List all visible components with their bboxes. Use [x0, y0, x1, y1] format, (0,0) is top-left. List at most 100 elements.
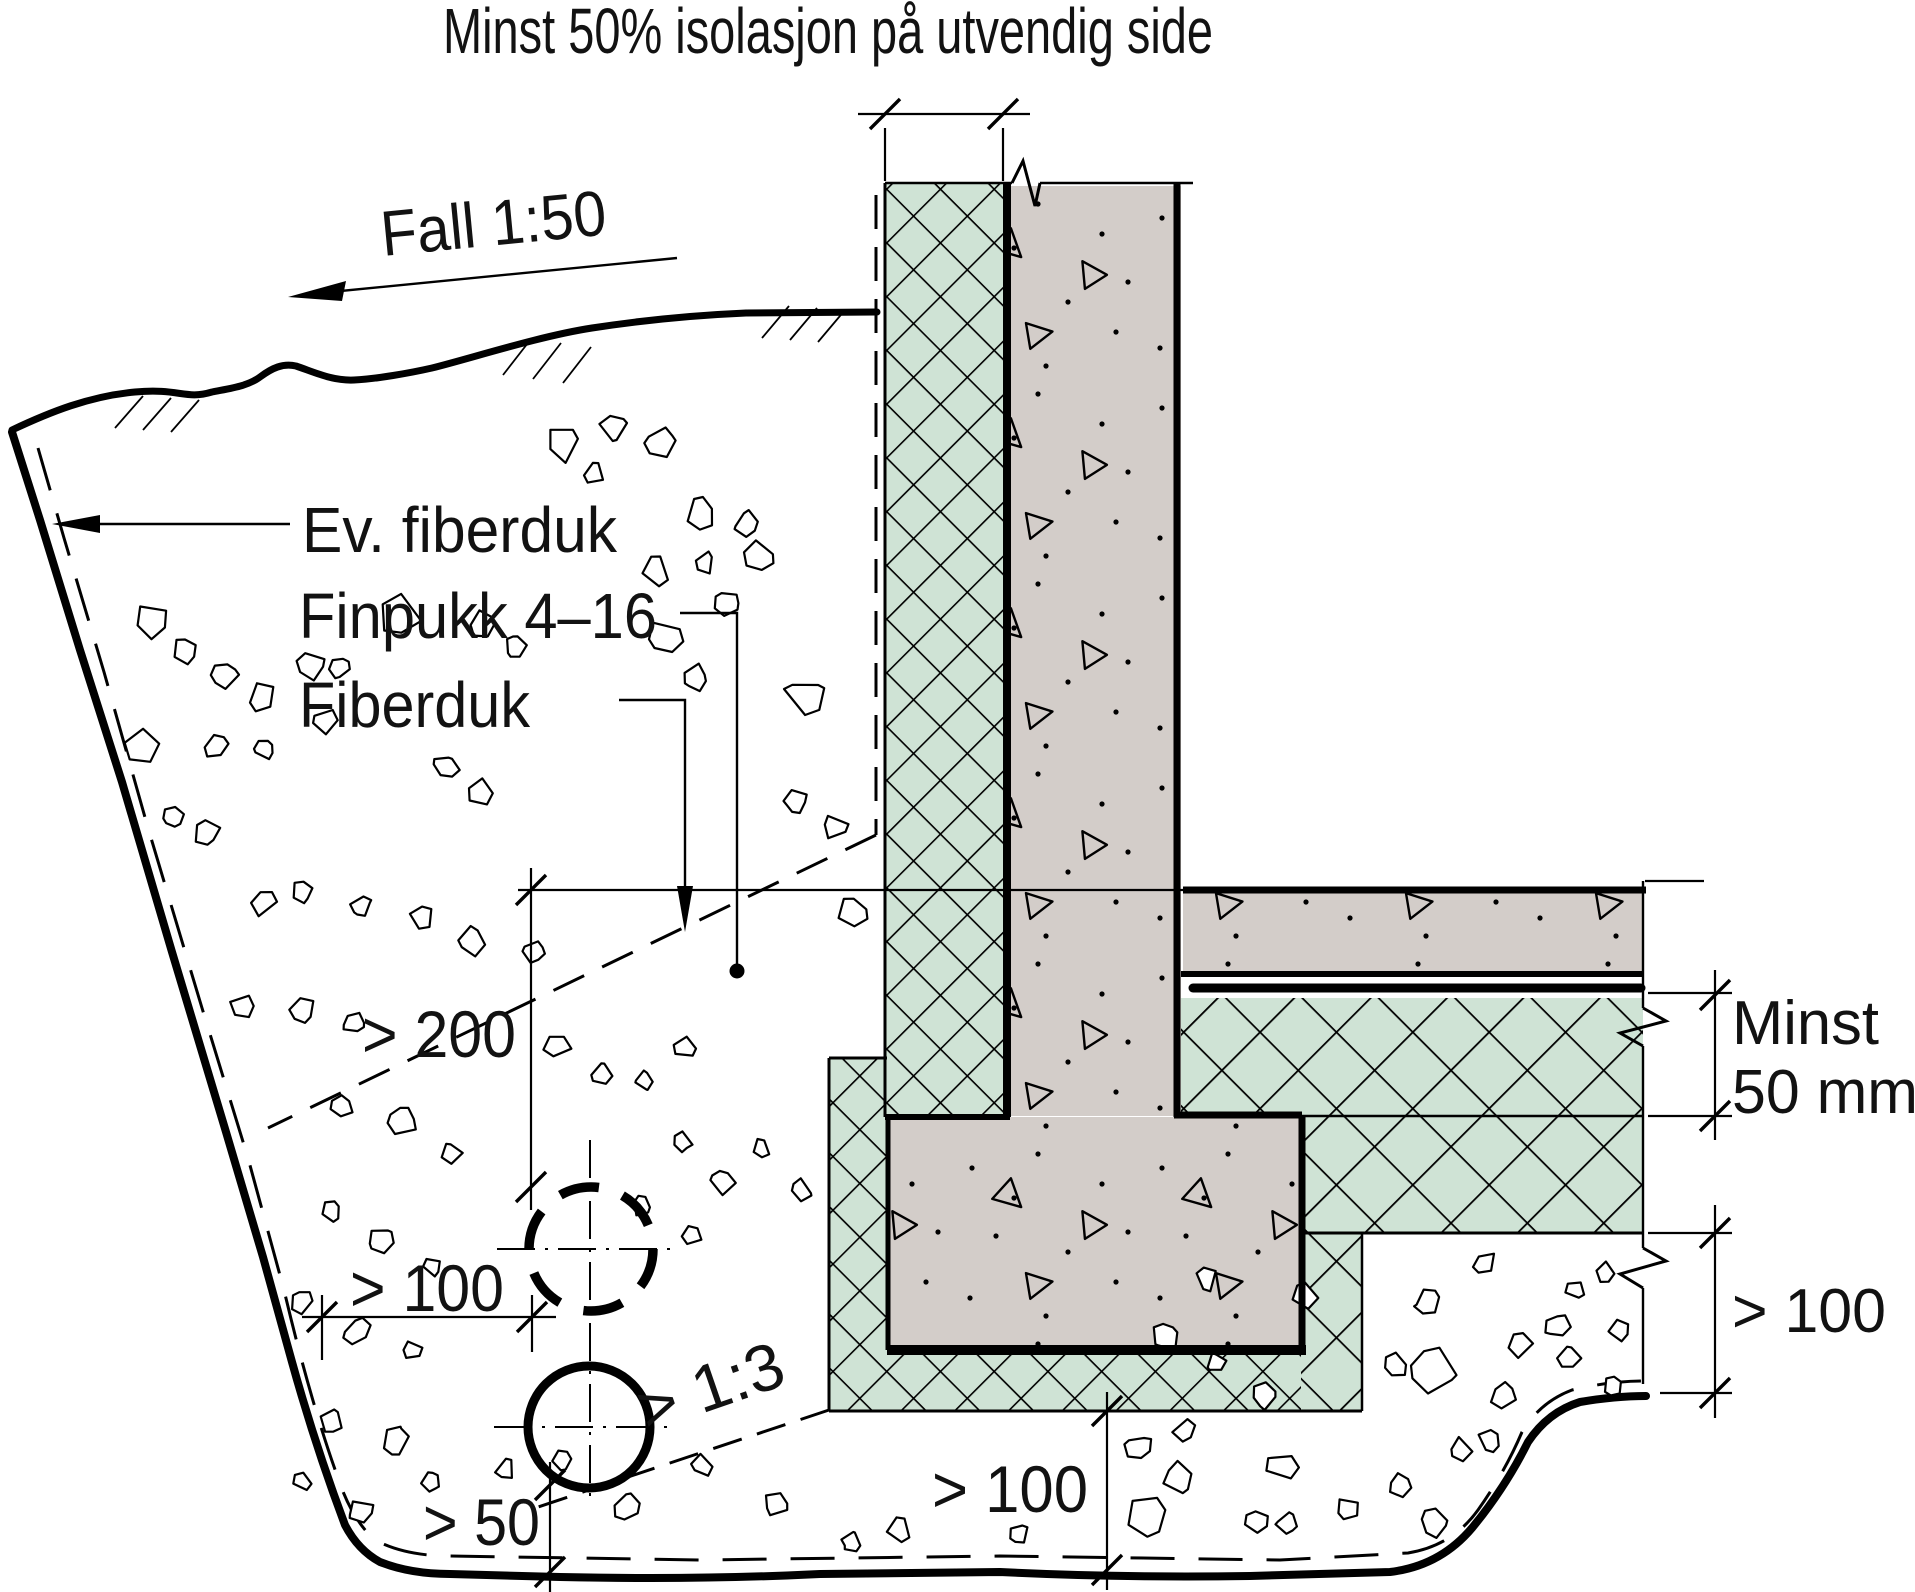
gravel-stone — [291, 1291, 314, 1316]
gravel-stone — [673, 1130, 694, 1154]
dimension-lines — [302, 97, 1732, 1592]
under-footing-insulation — [829, 1347, 1362, 1411]
gravel-stone — [643, 426, 677, 459]
gravel-stone — [551, 1449, 573, 1472]
gravel-stone — [1412, 1288, 1441, 1315]
gravel-stone — [162, 805, 185, 828]
gravel-stone — [613, 1492, 641, 1521]
gravel-stone — [1265, 1454, 1301, 1480]
gravel-stone — [1595, 1260, 1616, 1284]
gravel-stone — [1544, 1314, 1572, 1337]
gravel-stone — [641, 555, 670, 588]
gravel-stone — [742, 539, 775, 572]
gravel-stone — [1123, 1436, 1153, 1460]
gravel-stone — [1409, 1346, 1458, 1395]
gravel-stone — [1195, 1266, 1217, 1293]
gravel-stone — [1603, 1375, 1623, 1397]
texts: Minst 50% isolasjon på utvendig side Fal… — [299, 0, 1915, 1559]
footing-side-insulation — [829, 1058, 887, 1350]
foundation-wall-concrete — [1003, 186, 1181, 1116]
gravel-stone — [1162, 1459, 1193, 1495]
gravel-stone — [312, 708, 339, 736]
gravel-stone — [321, 1200, 340, 1223]
gravel-stone — [598, 414, 629, 443]
fiberduk-arrowhead-icon — [677, 886, 693, 932]
gravel-stone — [582, 461, 605, 484]
gravel-stone — [823, 814, 850, 840]
dim-gravel-below-footing: > 100 — [932, 1452, 1088, 1526]
fiberduk-leader — [619, 698, 687, 892]
gravel-stone — [420, 1471, 440, 1493]
gravel-stone — [440, 1142, 464, 1165]
finpukk-leader-dot-icon — [729, 963, 745, 979]
gravel-stone — [694, 550, 713, 575]
ev-fiberduk-label: Ev. fiberduk — [302, 494, 618, 566]
gravel-stone — [1274, 1511, 1299, 1535]
gravel-stone — [329, 1094, 354, 1118]
under-slab-insulation-lower — [1301, 1116, 1643, 1233]
gravel-stone — [1337, 1498, 1359, 1521]
gravel-stone — [1383, 1351, 1408, 1377]
fall-direction-line — [309, 256, 678, 296]
gravel-stone — [542, 1035, 573, 1058]
gravel-stone — [292, 880, 314, 905]
exterior-wall-insulation — [885, 183, 1003, 1117]
gravel-stone — [252, 739, 274, 761]
gravel-stone — [885, 1516, 911, 1544]
finpukk-label: Finpukk 4–16 — [299, 580, 657, 652]
excavation-line — [8, 428, 1650, 1582]
wall-top-break-icon — [1010, 156, 1042, 207]
ground-hatch-marks — [114, 305, 846, 433]
floor-slab-concrete — [1183, 893, 1643, 971]
gravel-stone — [203, 733, 230, 758]
gravel-stone — [381, 592, 423, 634]
gravel-stone — [295, 652, 326, 682]
gravel-stone — [348, 1500, 375, 1524]
gravel-stone — [647, 621, 685, 654]
gravel-stone — [422, 1257, 441, 1278]
gravel-stone — [752, 1137, 771, 1159]
gravel-stone — [432, 756, 461, 778]
footing-concrete — [889, 1117, 1305, 1347]
optional-drain-pipe-dashed-circle — [524, 1182, 658, 1316]
gravel-stone — [506, 635, 528, 658]
gravel-stone — [229, 994, 255, 1019]
drawing-title: Minst 50% isolasjon på utvendig side — [443, 0, 1213, 67]
gravel-stone — [1555, 1345, 1583, 1368]
gravel-stone — [840, 1530, 862, 1553]
gravel-stone — [288, 997, 315, 1025]
gravel-stone — [1243, 1510, 1269, 1534]
gravel-stone — [1489, 1380, 1518, 1410]
dim-insulation-depth: > 200 — [362, 997, 516, 1071]
gravel-stone — [136, 605, 168, 641]
gravel-stone — [549, 428, 580, 464]
gravel-stone — [837, 897, 869, 928]
leaders — [52, 256, 745, 979]
dim-floor-insulation-min-line1: Minst — [1732, 989, 1879, 1058]
section-break-icon — [1616, 1006, 1670, 1048]
dim-drain-depth: > 50 — [423, 1485, 540, 1559]
drainage — [494, 1140, 672, 1502]
gravel-stone — [1388, 1472, 1413, 1499]
gravel-stone — [319, 1408, 343, 1433]
gravel-stone — [1607, 1318, 1630, 1343]
gravel-stone — [469, 609, 495, 638]
gravel-stone — [1420, 1507, 1449, 1540]
gravel-stone — [342, 1011, 366, 1033]
gravel-stone — [457, 924, 487, 958]
gravel-stone — [683, 662, 708, 693]
gravel-stone — [1127, 1496, 1167, 1538]
structure-outlines — [827, 156, 1704, 1413]
gravel-stone — [494, 1457, 513, 1480]
footing-edge-insulation-strip — [1301, 1233, 1362, 1411]
gravel-stone — [634, 1069, 654, 1092]
gravel-stone — [764, 1492, 789, 1517]
gravel-stone — [1564, 1281, 1586, 1299]
gravel-stone — [521, 940, 547, 965]
gravel-stone — [713, 591, 740, 618]
gravel-stone — [1471, 1252, 1496, 1274]
gravel-stone — [386, 1106, 417, 1136]
material-fills — [829, 183, 1643, 1411]
